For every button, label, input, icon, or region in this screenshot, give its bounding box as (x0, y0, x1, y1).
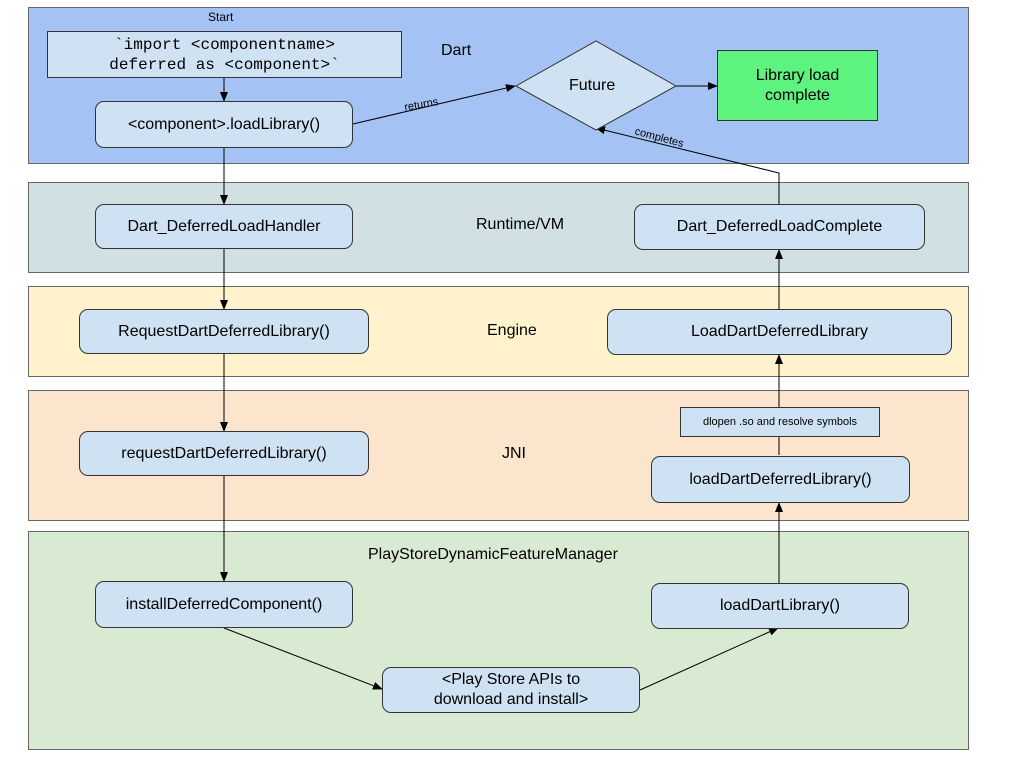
lane-title-runtime-vm: Runtime/VM (476, 216, 565, 233)
import-statement-node: `import <componentname> deferred as <com… (47, 31, 402, 78)
request-dart-deferred-library-engine-node: RequestDartDeferredLibrary() (79, 309, 369, 354)
edge-label-returns: returns (403, 96, 439, 114)
lane-title-jni: JNI (502, 445, 526, 462)
deferred-load-handler-node: Dart_DeferredLoadHandler (95, 204, 353, 249)
install-deferred-component-node: installDeferredComponent() (95, 581, 353, 628)
start-label: Start (208, 10, 234, 24)
edge-complete-to-future (595, 126, 780, 204)
lane-playstore-dynamic-feature-manager (28, 531, 969, 750)
load-library-node: <component>.loadLibrary() (95, 101, 353, 148)
edge-label-completes: completes (633, 126, 685, 151)
lane-title-psdf: PlayStoreDynamicFeatureManager (368, 546, 618, 563)
deferred-load-complete-node: Dart_DeferredLoadComplete (634, 204, 925, 250)
lane-title-engine: Engine (487, 322, 537, 339)
import-line-1: `import <componentname> (114, 35, 335, 54)
library-load-complete-node: Library load complete (717, 50, 878, 121)
load-dart-deferred-library-engine-node: LoadDartDeferredLibrary (607, 309, 952, 355)
import-line-2: deferred as <component>` (109, 55, 340, 74)
load-dart-library-node: loadDartLibrary() (651, 583, 909, 629)
future-diamond (514, 40, 678, 131)
future-label: Future (569, 77, 616, 94)
request-dart-deferred-library-jni-node: requestDartDeferredLibrary() (79, 431, 369, 476)
load-dart-deferred-library-jni-node: loadDartDeferredLibrary() (651, 456, 910, 503)
edge-install-to-playstore (223, 627, 383, 690)
dlopen-note-node: dlopen .so and resolve symbols (680, 407, 880, 437)
edge-loadlibrary-to-future (352, 84, 516, 125)
lane-title-dart: Dart (441, 42, 472, 59)
edge-playstore-to-loaddartlibrary (639, 627, 779, 691)
play-store-apis-node: <Play Store APIs to download and install… (382, 667, 640, 713)
